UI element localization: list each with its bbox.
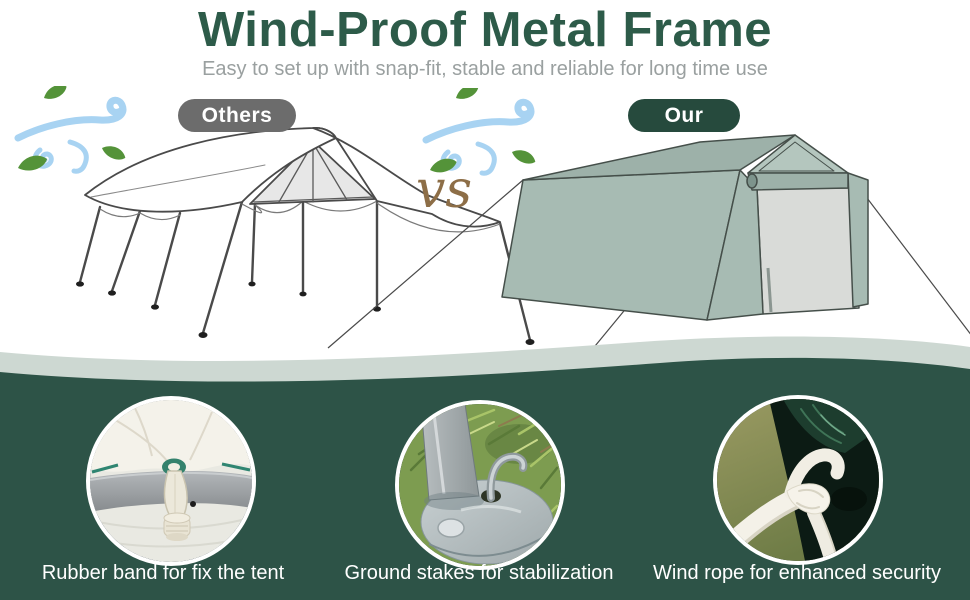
leaf-icon: [430, 88, 536, 173]
wind-icon: [422, 88, 536, 176]
our-shed-illustration: [327, 134, 970, 368]
page-title: Wind-Proof Metal Frame: [197, 3, 773, 57]
others-badge: Others: [178, 99, 296, 132]
wind-icon: [14, 86, 127, 174]
leaf-icon: [18, 86, 126, 171]
feature-caption: Ground stakes for stabilization: [344, 562, 614, 584]
feature-caption: Rubber band for fix the tent: [41, 562, 285, 584]
feature-photo-wind-rope: [713, 395, 883, 565]
others-canopy-illustration: [76, 126, 535, 345]
our-badge: Our: [628, 99, 740, 132]
vs-label: vs: [415, 160, 473, 220]
page-subtitle: Easy to set up with snap-fit, stable and…: [202, 58, 768, 80]
feature-photo-rubber-band: [86, 396, 256, 566]
feature-photo-ground-stake: [395, 400, 565, 570]
feature-caption: Wind rope for enhanced security: [653, 562, 941, 584]
